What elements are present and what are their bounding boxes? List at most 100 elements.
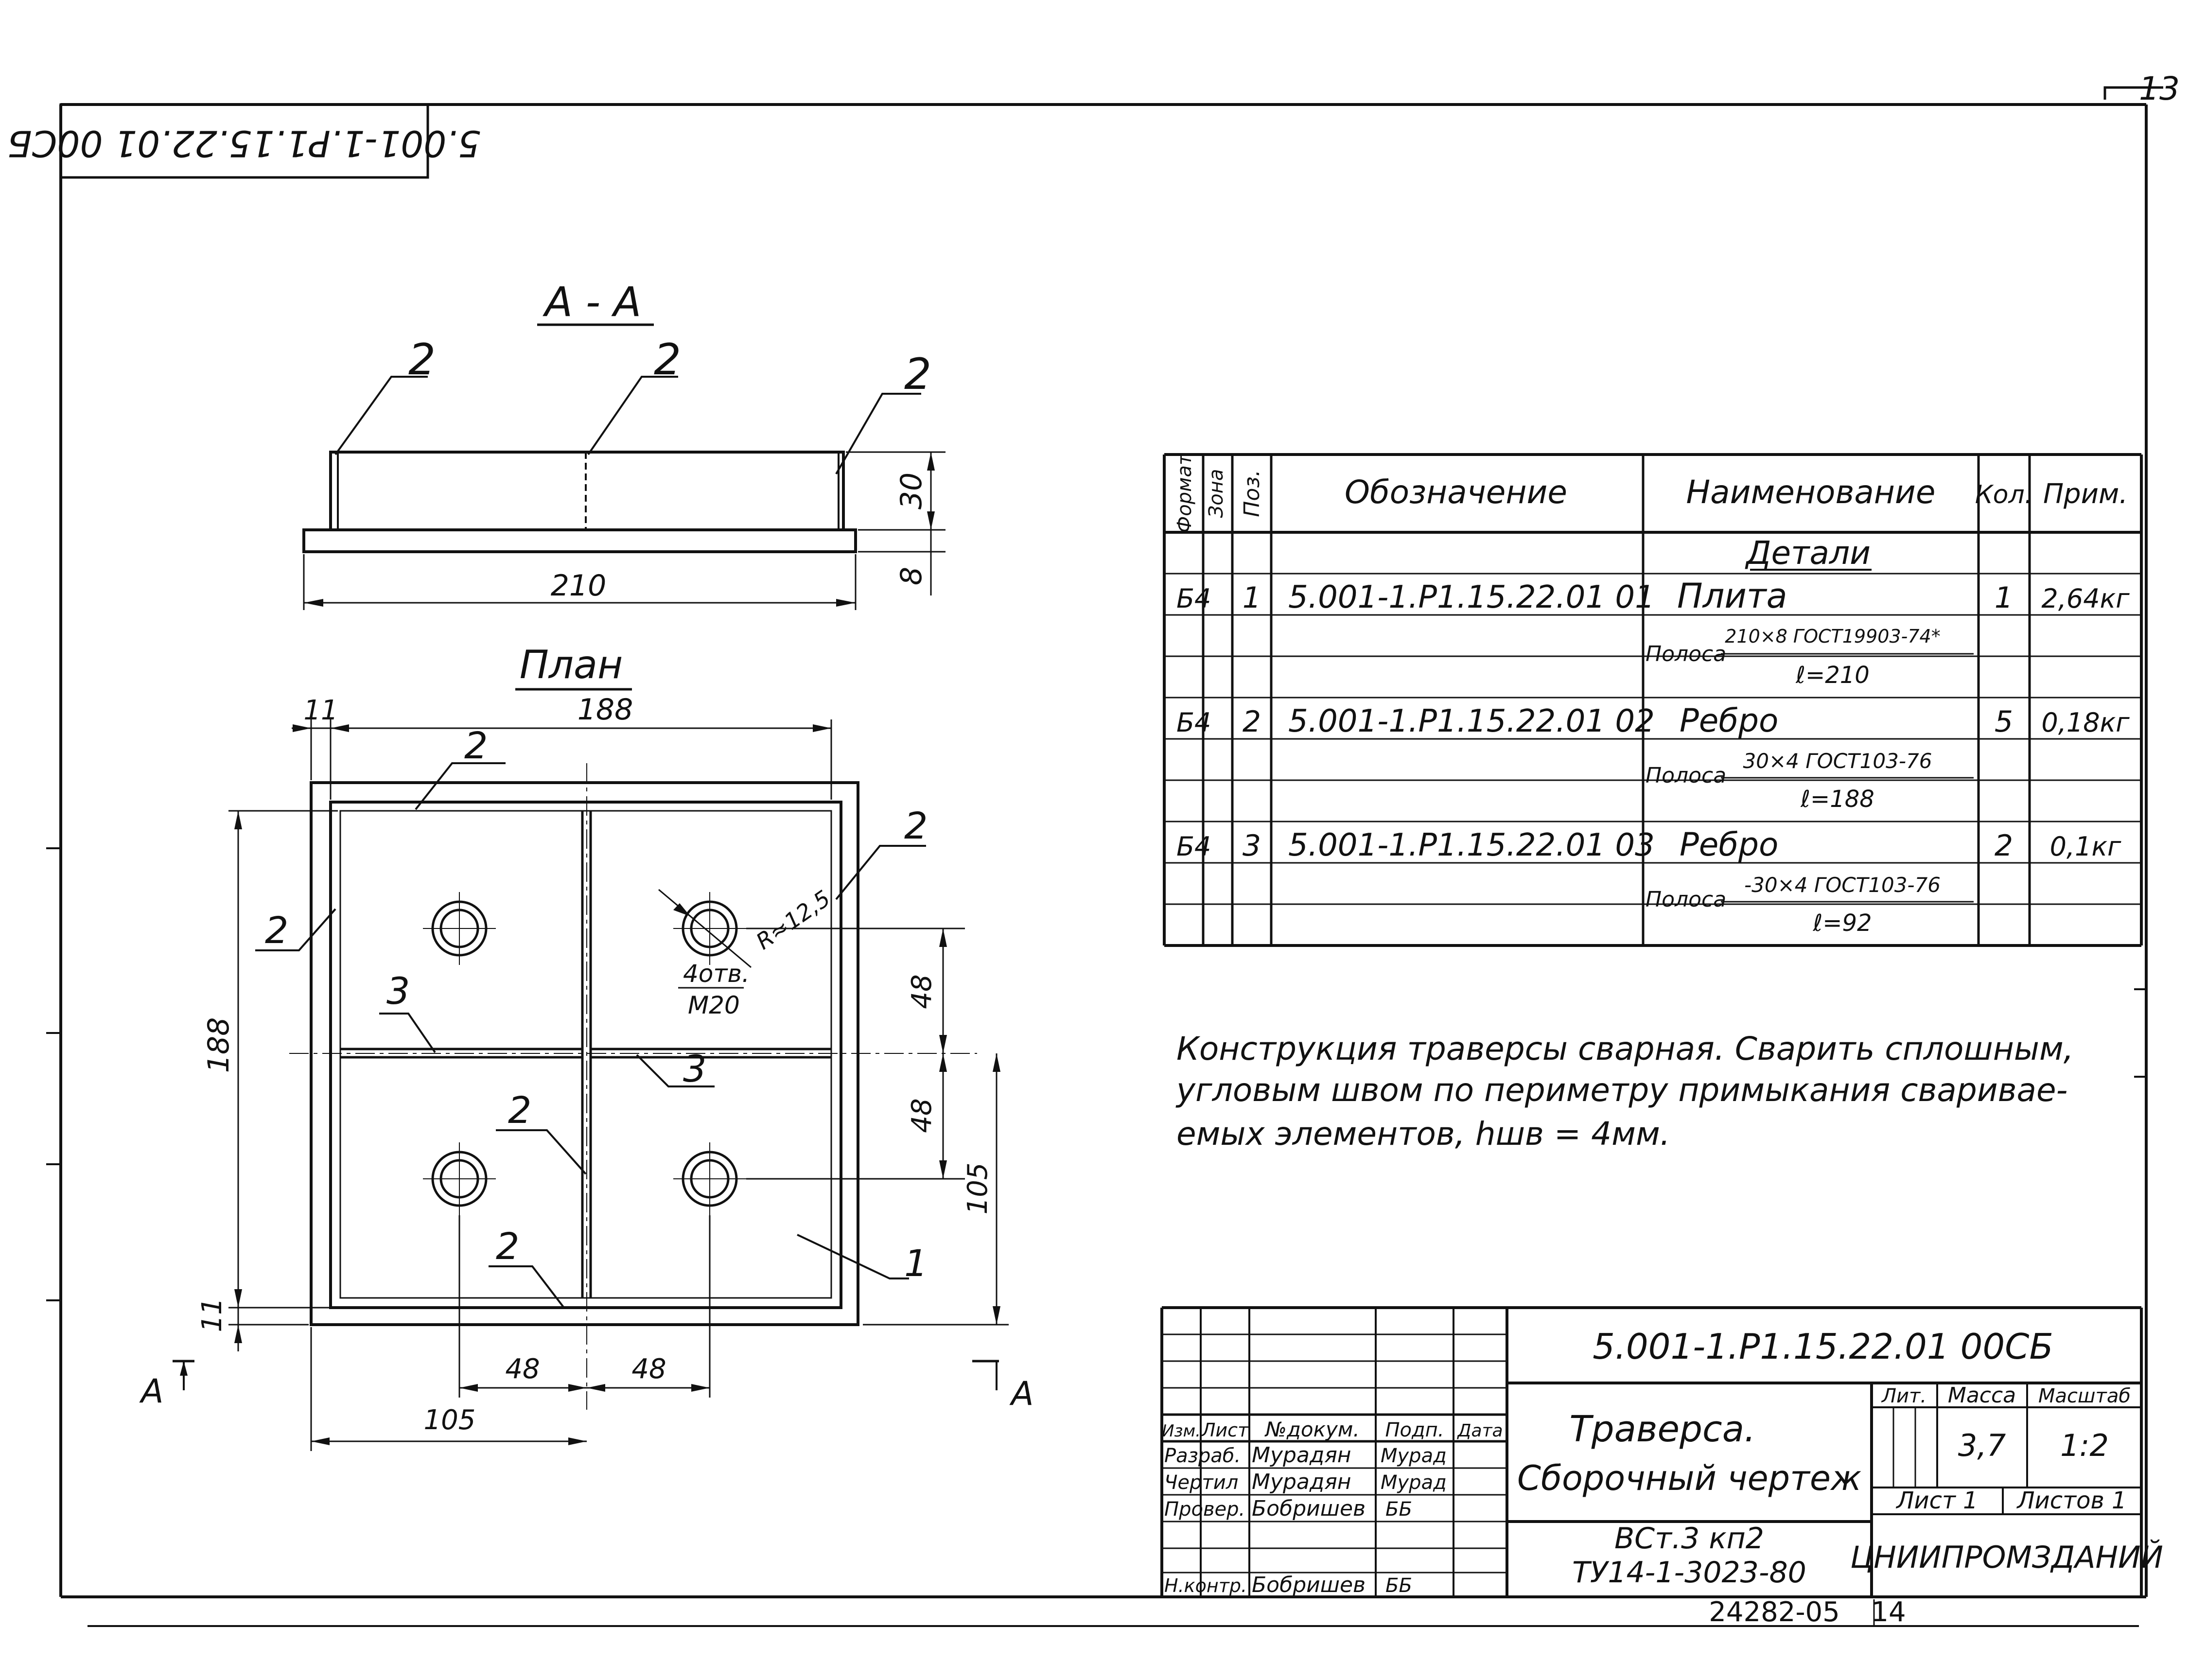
plan-spacing-right-bottom-dim: 48 [906, 1098, 938, 1133]
plan-callout-rib3-right: 3 [683, 1047, 706, 1090]
note-line: Конструкция траверсы сварная. Сварить сп… [1176, 1030, 2074, 1068]
svg-text:Провер.: Провер. [1164, 1498, 1245, 1521]
title-name-line2: Сборочный чертеж [1517, 1458, 1861, 1498]
spec-header-format: Формат [1173, 453, 1196, 533]
svg-text:Разраб.: Разраб. [1164, 1445, 1241, 1467]
svg-text:Бобришев: Бобришев [1252, 1573, 1366, 1597]
hole-thread-label: M20 [688, 991, 740, 1019]
svg-text:Лист: Лист [1201, 1419, 1249, 1441]
svg-text:2: 2 [1243, 705, 1261, 739]
signature-row: Н.контр. Бобришев ББ [1164, 1573, 1412, 1597]
plan-spacing-bottom-right-dim: 48 [631, 1353, 666, 1385]
note-line: емых элементов, hшв = 4мм. [1176, 1115, 1670, 1153]
svg-text:Бобришев: Бобришев [1252, 1496, 1366, 1521]
svg-text:Б4: Б4 [1176, 583, 1211, 614]
spec-row: Б4 2 5.001-1.Р1.15.22.01 02 Ребро 5 0,18… [1176, 702, 2130, 813]
svg-text:ББ: ББ [1385, 1498, 1412, 1521]
svg-text:Масса: Масса [1948, 1383, 2016, 1408]
svg-text:5.001-1.Р1.15.22.01 01: 5.001-1.Р1.15.22.01 01 [1288, 579, 1655, 615]
section-callout-right: 2 [904, 349, 931, 399]
plan-callout-bottom: 2 [496, 1225, 519, 1268]
plan-title: План [520, 642, 623, 687]
svg-text:Мурадян: Мурадян [1252, 1443, 1351, 1468]
svg-text:Масштаб: Масштаб [2038, 1385, 2131, 1407]
section-plate-thickness-dim: 8 [894, 567, 928, 585]
svg-text:Н.контр.: Н.контр. [1164, 1575, 1247, 1596]
svg-text:1: 1 [1995, 581, 2013, 615]
svg-text:Полоса: Полоса [1646, 887, 1726, 912]
signature-row: Разраб. Мурадян Мурад [1164, 1443, 1447, 1468]
signature-row: Чертил Мурадян Мурад [1164, 1470, 1447, 1494]
spec-header-name: Наименование [1686, 473, 1936, 511]
plan-rib-length-top-dim: 188 [578, 693, 633, 727]
spec-header-pos: Поз. [1240, 470, 1264, 517]
svg-text:Изм.: Изм. [1162, 1421, 1201, 1441]
svg-text:-30×4 ГОСТ103-76: -30×4 ГОСТ103-76 [1744, 873, 1941, 897]
plan-callout-plate: 1 [904, 1242, 928, 1285]
svg-text:ББ: ББ [1385, 1575, 1412, 1597]
svg-text:Полоса: Полоса [1646, 642, 1726, 666]
svg-text:30×4 ГОСТ103-76: 30×4 ГОСТ103-76 [1743, 749, 1932, 773]
plan-callout-center: 2 [508, 1088, 531, 1132]
svg-text:0,18кг: 0,18кг [2041, 707, 2130, 738]
svg-text:5.001-1.Р1.15.22.01 02: 5.001-1.Р1.15.22.01 02 [1288, 703, 1655, 739]
svg-text:№докум.: №докум. [1264, 1418, 1360, 1441]
spec-header-qty: Кол. [1975, 480, 2033, 509]
technical-notes: Конструкция траверсы сварная. Сварить сп… [1175, 1030, 2074, 1153]
spec-header-note: Прим. [2043, 478, 2128, 510]
scale-value: 1:2 [2060, 1428, 2109, 1463]
section-callout-left: 2 [408, 334, 436, 385]
title-material-line1: ВСт.3 кп2 [1614, 1522, 1764, 1556]
rotated-code-stamp: 5.001-1.Р1.15.22.01 00СБ [7, 103, 481, 179]
spec-section-label: Детали [1745, 534, 1871, 572]
svg-text:Чертил: Чертил [1164, 1471, 1238, 1494]
svg-text:Мурад: Мурад [1381, 1445, 1447, 1467]
svg-text:Плита: Плита [1677, 576, 1787, 616]
inventory-stamp: 24282-05 14 [1709, 1596, 1906, 1628]
spec-header-designation: Обозначение [1345, 473, 1567, 511]
svg-text:ℓ=210: ℓ=210 [1795, 662, 1870, 689]
svg-text:Листов 1: Листов 1 [2016, 1487, 2126, 1514]
svg-text:Мурадян: Мурадян [1252, 1470, 1351, 1494]
section-mark-left: А [139, 1360, 194, 1411]
rotated-code-text: 5.001-1.Р1.15.22.01 00СБ [7, 122, 481, 164]
svg-text:Б4: Б4 [1176, 831, 1211, 862]
svg-text:3: 3 [1243, 829, 1261, 863]
plan-left-margin-dim: 11 [303, 695, 338, 726]
spec-row: Б4 3 5.001-1.Р1.15.22.01 03 Ребро 2 0,1к… [1176, 826, 2121, 937]
svg-text:0,1кг: 0,1кг [2050, 831, 2121, 862]
page-number: 13 [2103, 70, 2180, 107]
plan-callout-rib3-left: 3 [386, 969, 410, 1013]
svg-text:Ребро: Ребро [1680, 702, 1778, 739]
svg-text:210×8 ГОСТ19903-74*: 210×8 ГОСТ19903-74* [1725, 626, 1940, 647]
svg-text:Мурад: Мурад [1381, 1471, 1447, 1494]
bolt-hole [673, 1142, 746, 1215]
inventory-page: 14 [1871, 1596, 1906, 1628]
hole-radius-label: R≈12,5 [751, 885, 835, 955]
spec-row: Б4 1 5.001-1.Р1.15.22.01 01 Плита 1 2,64… [1176, 576, 2130, 689]
svg-text:Лист 1: Лист 1 [1895, 1487, 1978, 1514]
plan-callout-top: 2 [464, 724, 488, 767]
signature-row: Провер. Бобришев ББ [1164, 1496, 1412, 1521]
plan-bottom-margin-dim: 11 [196, 1297, 228, 1332]
note-line: угловым швом по периметру примыкания сва… [1175, 1071, 2067, 1109]
plan-half-width-bottom-dim: 105 [424, 1404, 476, 1436]
svg-text:А: А [1009, 1375, 1034, 1413]
sheet-frame [46, 103, 2148, 1627]
svg-text:5: 5 [1995, 705, 2013, 739]
svg-text:2,64кг: 2,64кг [2041, 583, 2130, 614]
section-mark-right: А [972, 1360, 1034, 1413]
page-number-text: 13 [2139, 70, 2180, 107]
mass-value: 3,7 [1958, 1428, 2006, 1463]
svg-text:1: 1 [1243, 581, 1261, 615]
title-name-line1: Траверса. [1569, 1408, 1755, 1450]
bolt-hole [673, 892, 746, 965]
svg-text:5.001-1.Р1.15.22.01 03: 5.001-1.Р1.15.22.01 03 [1288, 827, 1655, 863]
section-a-a: А - А 2 2 2 210 30 8 [302, 278, 946, 610]
title-material-line2: ТУ14-1-3023-80 [1572, 1556, 1806, 1590]
section-title: А - А [543, 278, 642, 326]
plan-callout-left: 2 [265, 909, 288, 952]
svg-text:Лит.: Лит. [1881, 1385, 1926, 1407]
title-document-code: 5.001-1.Р1.15.22.01 00СБ [1593, 1326, 2053, 1367]
svg-text:Б4: Б4 [1176, 707, 1211, 738]
